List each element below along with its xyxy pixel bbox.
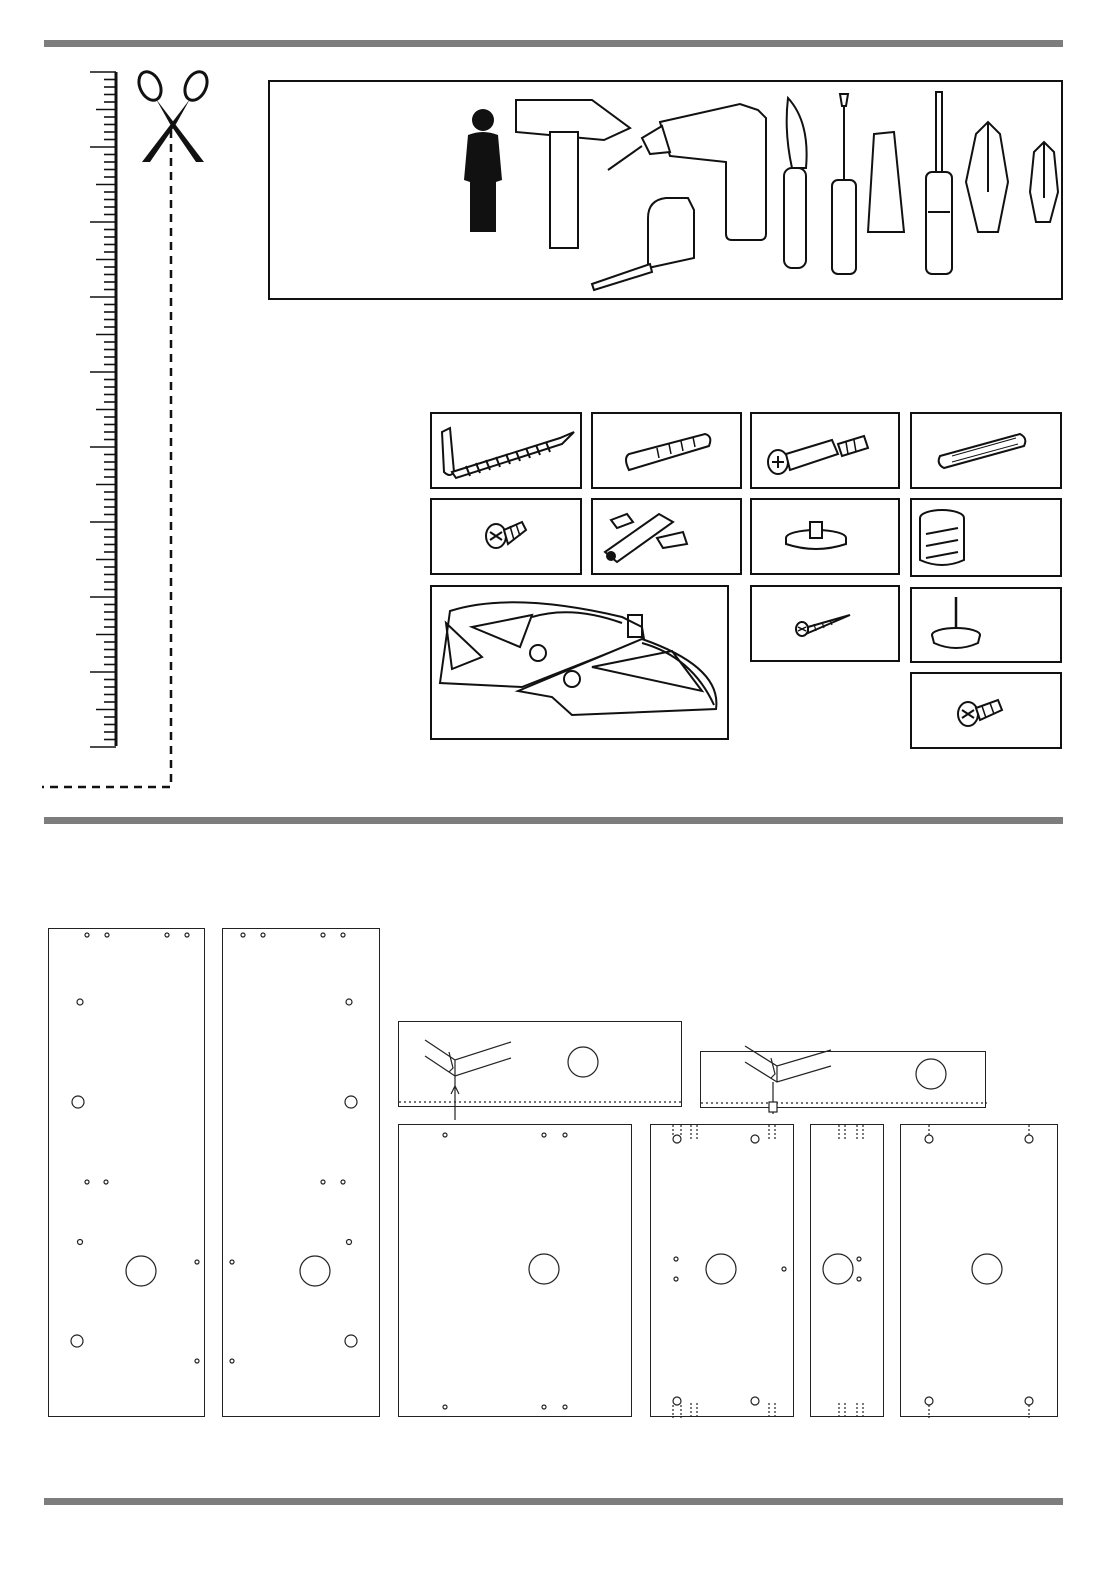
hammer-icon (516, 100, 630, 248)
wall-bracket-icon (593, 500, 740, 573)
hardware-shelf-support (750, 498, 900, 575)
bottom-rule (44, 1498, 1063, 1505)
wooden-dowel-icon (912, 414, 1060, 487)
hardware-pan-head-screw (910, 672, 1062, 749)
cut-out-ruler (40, 60, 200, 800)
phillips-bit-small-icon (1030, 142, 1058, 222)
middle-rule (44, 817, 1063, 824)
back-panel-holes (399, 1125, 631, 1416)
hardware-wood-screw (750, 585, 900, 662)
door-panel-b (900, 1124, 1058, 1417)
hook-screw-icon (432, 414, 580, 487)
hardware-wooden-dowel (910, 412, 1062, 489)
shelf-support-icon (752, 500, 898, 573)
hardware-wall-plug (591, 412, 742, 489)
nail-glide-icon (912, 589, 1060, 661)
hardware-wall-bracket (591, 498, 742, 575)
rail-strip-b (700, 1051, 986, 1108)
side-panel-left-holes (49, 929, 204, 1416)
connector-bolt-icon (752, 414, 898, 487)
hardware-nail-glide (910, 587, 1062, 663)
hardware-cam-lock (910, 498, 1062, 577)
side-panel-right-holes (223, 929, 379, 1416)
hardware-short-screw (430, 498, 582, 575)
knife-icon (784, 98, 807, 268)
tools-panel (268, 80, 1063, 300)
wall-plug-icon (593, 414, 740, 487)
top-rule (44, 40, 1063, 47)
wood-screw-icon (752, 587, 898, 660)
rail-strip-a-detail (399, 1022, 681, 1106)
tape-measure-icon (592, 198, 694, 290)
flat-bit-icon (868, 132, 904, 232)
phillips-screwdriver-icon (926, 92, 952, 274)
side-panel-left (48, 928, 205, 1417)
narrow-panel (810, 1124, 884, 1417)
cam-lock-icon (912, 500, 1060, 575)
rail-strip-b-detail (701, 1052, 985, 1107)
door-panel-b-holes (901, 1125, 1057, 1416)
door-panel-a (650, 1124, 794, 1417)
back-panel (398, 1124, 632, 1417)
pan-head-screw-icon (912, 674, 1060, 747)
narrow-panel-holes (811, 1125, 883, 1416)
side-panel-right (222, 928, 380, 1417)
hardware-connector-bolt (750, 412, 900, 489)
short-screw-icon (432, 500, 580, 573)
hardware-hook-screw (430, 412, 582, 489)
door-panel-a-holes (651, 1125, 793, 1416)
flat-screwdriver-icon (832, 94, 856, 274)
person-icon (464, 109, 502, 232)
hardware-hinge-plate (430, 585, 729, 740)
rail-strip-a (398, 1021, 682, 1107)
phillips-bit-large-icon (966, 122, 1008, 232)
hinge-plate-icon (432, 587, 727, 738)
scissors-icon (130, 66, 214, 166)
